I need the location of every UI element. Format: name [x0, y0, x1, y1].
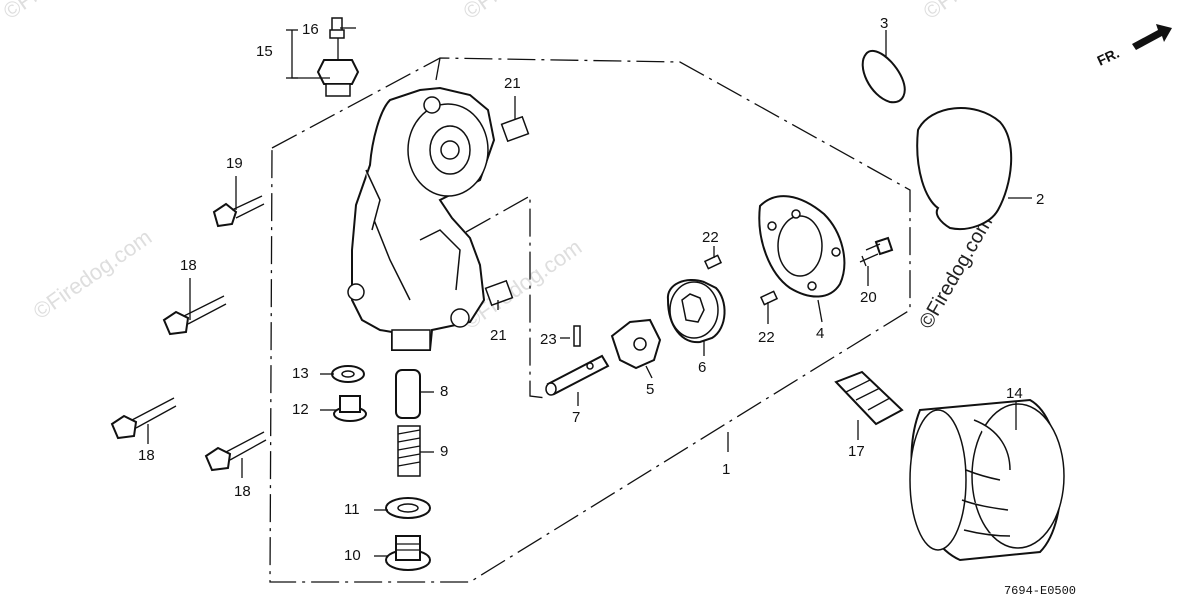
dowel-bushing-lower: [484, 279, 514, 307]
callout-8: 8: [440, 383, 448, 400]
callout-21-lower: 21: [490, 327, 507, 344]
callout-18-upper: 18: [180, 257, 197, 274]
callout-20: 20: [860, 289, 877, 306]
rotor-group-bracket: [465, 194, 547, 399]
callout-13: 13: [292, 365, 309, 382]
callout-4: 4: [816, 325, 824, 342]
assembly-outline: [435, 57, 441, 81]
dowel-bushing-upper: [500, 115, 530, 143]
relief-plug: [385, 535, 431, 571]
watermark: ©Firedog: [0, 0, 87, 24]
callout-5: 5: [646, 381, 654, 398]
callout-17: 17: [848, 443, 865, 460]
callout-22-upper: 22: [702, 229, 719, 246]
callout-9: 9: [440, 443, 448, 460]
relief-spring: [397, 425, 421, 477]
callout-22-lower: 22: [758, 329, 775, 346]
callout-18-lower: 18: [234, 483, 251, 500]
flange-bolt-18-lower: [204, 431, 267, 472]
front-label: FR.: [1095, 45, 1122, 69]
callout-3: 3: [880, 15, 888, 32]
callout-16: 16: [302, 21, 319, 38]
flange-bolt-20: [859, 236, 894, 267]
leader-lines: [147, 27, 1032, 557]
relief-valve: [395, 369, 421, 419]
sealing-washer: [385, 497, 431, 519]
assembly-outline: [269, 57, 911, 583]
callout-19: 19: [226, 155, 243, 172]
plug-washer: [331, 365, 365, 383]
front-arrow-icon: [1132, 24, 1172, 50]
side-watermark: ©Firedog.com: [915, 212, 997, 332]
callout-18-left: 18: [138, 447, 155, 464]
callout-15: 15: [256, 43, 273, 60]
oil-filter: [909, 398, 1065, 562]
flange-bolt-18-upper: [162, 295, 227, 336]
pump-gasket: [916, 107, 1013, 230]
outer-rotor: [666, 279, 726, 344]
diagram-code: 7694-E0500: [1004, 584, 1076, 598]
flange-bolt-18-left: [110, 397, 177, 440]
callout-10: 10: [344, 547, 361, 564]
drain-plug: [333, 395, 367, 422]
watermark: ©Firedog.com: [29, 224, 157, 324]
oil-pump-body: [347, 86, 496, 351]
drive-pin: [573, 325, 581, 347]
oil-pressure-switch: [316, 17, 360, 97]
inner-rotor: [610, 318, 662, 370]
o-ring-small: [861, 50, 906, 104]
callout-21-upper: 21: [504, 75, 521, 92]
callout-14: 14: [1006, 385, 1023, 402]
flange-bolt-19: [212, 195, 265, 228]
filter-nipple: [834, 370, 904, 426]
callout-7: 7: [572, 409, 580, 426]
callout-23: 23: [540, 331, 557, 348]
callout-2: 2: [1036, 191, 1044, 208]
dowel-pin-upper: [703, 254, 723, 270]
callout-6: 6: [698, 359, 706, 376]
callout-11: 11: [344, 501, 360, 518]
pump-shaft: [545, 354, 610, 396]
dowel-pin-lower: [759, 290, 779, 306]
pump-cover-plate: [758, 195, 846, 298]
watermark: ©Firedog: [459, 0, 548, 24]
callout-1: 1: [722, 461, 730, 478]
watermark: ©Firedog: [919, 0, 1008, 24]
callout-12: 12: [292, 401, 309, 418]
front-direction-indicator: FR.: [1095, 24, 1172, 69]
